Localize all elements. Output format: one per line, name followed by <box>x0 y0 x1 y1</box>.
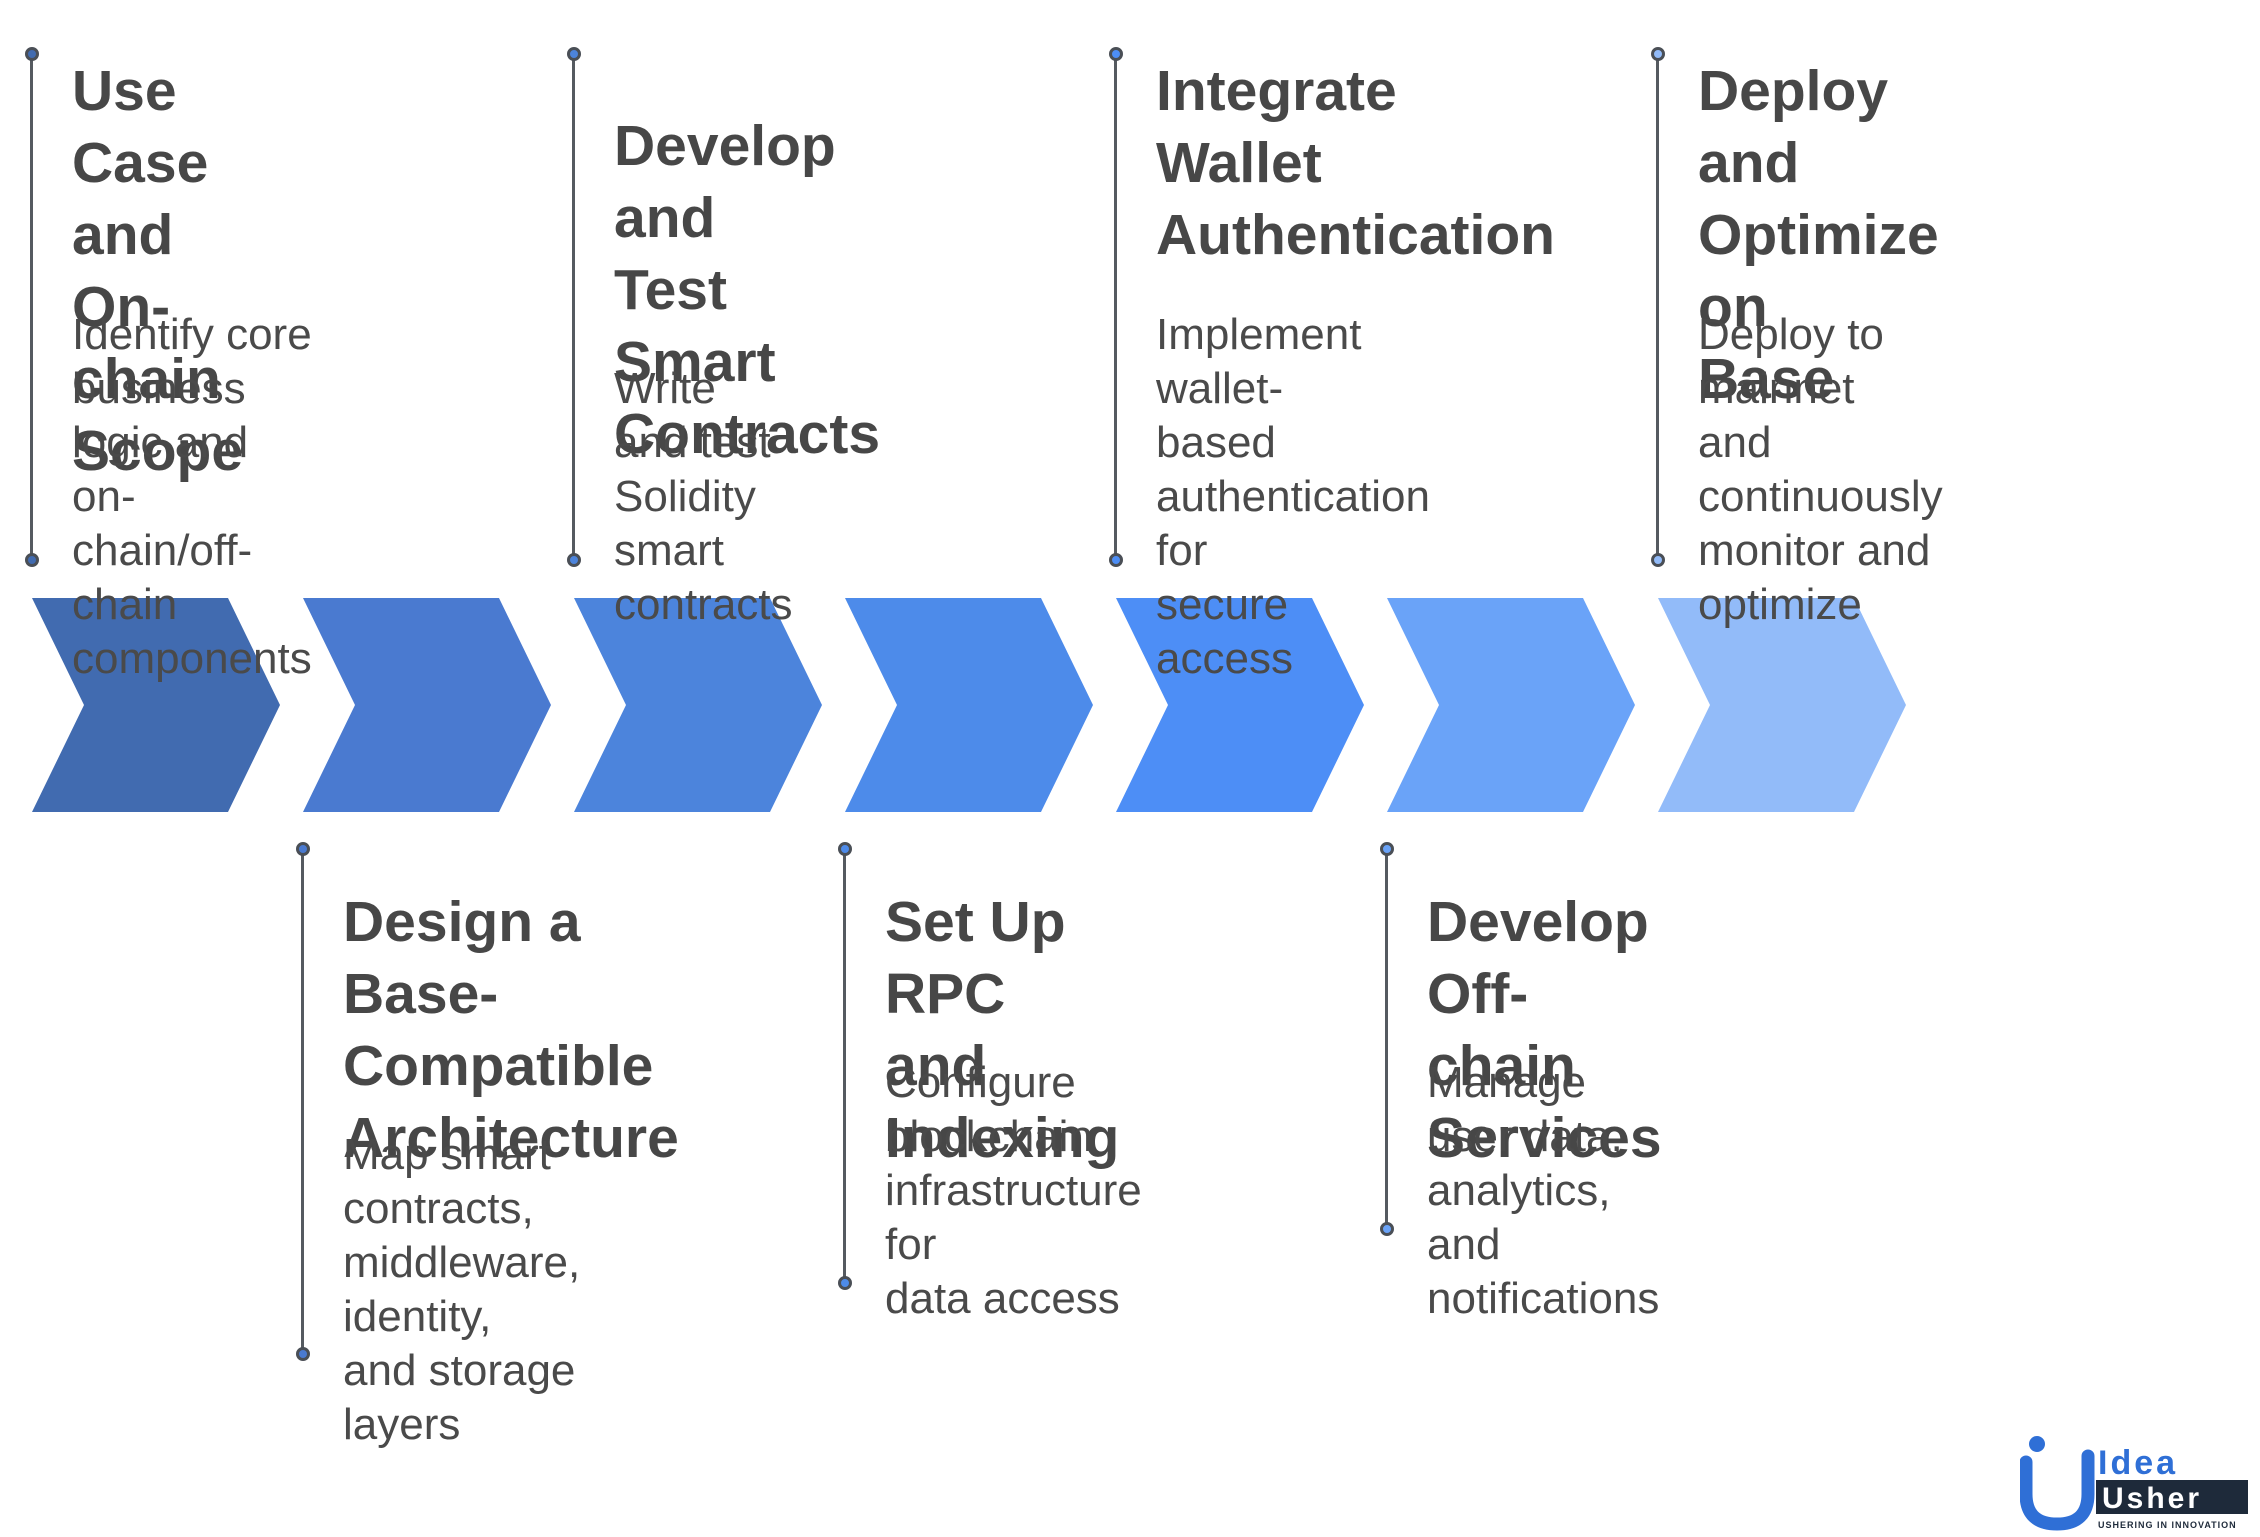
step-description: Configure blockchain infrastructure for … <box>885 1058 1142 1323</box>
step-description: Write and test Solidity smart contracts <box>614 364 793 629</box>
connector-start-dot <box>24 47 39 61</box>
step-connector-line <box>30 54 33 560</box>
step-connector-line <box>1114 54 1117 560</box>
step-connector-line <box>1656 54 1659 560</box>
svg-text:Usher: Usher <box>2102 1482 2202 1515</box>
step-connector-line <box>572 54 575 560</box>
step-description: Manage user data, analytics, and notific… <box>1427 1058 1660 1323</box>
connector-start-dot <box>1108 47 1123 61</box>
chevron-design-architecture <box>303 598 551 812</box>
chevron-rpc-indexing <box>845 598 1093 812</box>
connector-end-dot <box>1108 553 1123 567</box>
step-title: Integrate Wallet Authentication <box>1156 59 1555 267</box>
step-connector-line <box>843 849 846 1283</box>
connector-end-dot <box>1650 553 1665 567</box>
step-description: Map smart contracts, middleware, identit… <box>343 1130 581 1449</box>
chevron-off-chain-services <box>1387 598 1635 812</box>
connector-end-dot <box>295 1347 310 1361</box>
step-title: Use Case and On-chain Scope <box>72 59 244 483</box>
connector-end-dot <box>24 553 39 567</box>
step-title: Deploy and Optimize on Base <box>1698 59 1939 411</box>
svg-text:USHERING IN INNOVATION: USHERING IN INNOVATION <box>2098 1520 2237 1530</box>
connector-end-dot <box>837 1276 852 1290</box>
connector-start-dot <box>566 47 581 61</box>
connector-end-dot <box>566 553 581 567</box>
step-description: Deploy to mainnet and continuously monit… <box>1698 310 1943 629</box>
chevron-smart-contracts <box>574 598 822 812</box>
connector-end-dot <box>1379 1222 1394 1236</box>
step-description: Implement wallet- based authentication f… <box>1156 310 1430 683</box>
chevron-wallet-auth <box>1116 598 1364 812</box>
step-title: Develop Off- chain Services <box>1427 890 1662 1170</box>
step-connector-line <box>1385 849 1388 1229</box>
svg-text:Idea: Idea <box>2098 1444 2178 1482</box>
step-title: Set Up RPC and Indexing <box>885 890 1120 1170</box>
chevron-deploy-optimize <box>1658 598 1906 812</box>
ideausher-logo: Idea Usher USHERING IN INNOVATION <box>2019 1432 2252 1532</box>
connector-start-dot <box>295 842 310 856</box>
connector-start-dot <box>837 842 852 856</box>
step-connector-line <box>301 849 304 1354</box>
step-title: Design a Base- Compatible Architecture <box>343 890 679 1170</box>
connector-start-dot <box>1379 842 1394 856</box>
step-title: Develop and Test Smart Contracts <box>614 114 881 466</box>
step-description: Identify core business logic and on-chai… <box>72 310 312 683</box>
chevron-use-case <box>32 598 280 812</box>
connector-start-dot <box>1650 47 1665 61</box>
